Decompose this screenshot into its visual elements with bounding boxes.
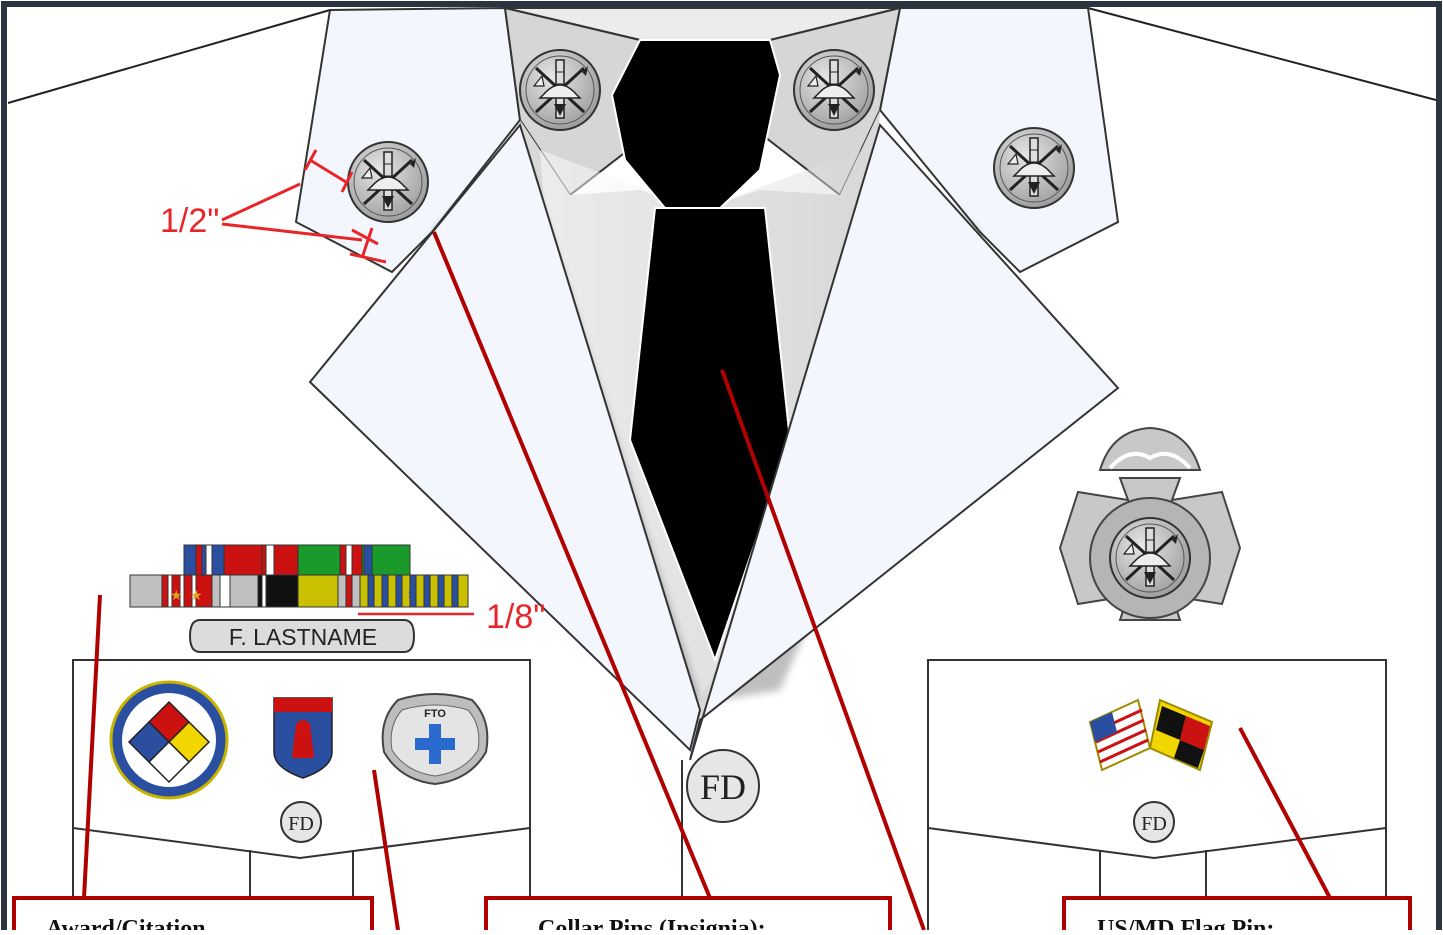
ribbon-star-icon: ★: [170, 587, 183, 603]
collar-pin-right-lower: [994, 128, 1074, 208]
fd-button-left-pocket: FD: [281, 802, 321, 842]
fto-badge-text: FTO: [424, 708, 446, 720]
fd-button-center: FD: [687, 750, 759, 822]
shield-patch: [274, 698, 332, 778]
svg-text:US/MD Flag Pin:: US/MD Flag Pin:: [1097, 916, 1274, 930]
callout-award-citation: Award/Citation: [14, 898, 372, 930]
fd-button-right-pocket: FD: [1134, 802, 1174, 842]
nameplate-text: F. LASTNAME: [229, 624, 377, 650]
collar-pin-right-upper: [794, 50, 874, 130]
ribbon-device-number: 5: [408, 586, 416, 602]
collar-pin-left-upper: [520, 50, 600, 130]
badge-insignia: [1110, 518, 1190, 598]
svg-text:Collar Pins (Insignia):: Collar Pins (Insignia):: [538, 916, 766, 930]
collar-pin-left-lower: [348, 142, 428, 222]
callout-us-md-flag-pin: US/MD Flag Pin:: [1064, 898, 1410, 930]
eighth-inch-label: 1/8": [486, 598, 545, 636]
half-inch-label: 1/2": [160, 202, 219, 240]
hazmat-patch: [111, 682, 227, 798]
svg-text:Award/Citation: Award/Citation: [46, 916, 206, 930]
callout-collar-pins: Collar Pins (Insignia):: [486, 898, 890, 930]
svg-text:FD: FD: [1141, 813, 1167, 835]
svg-text:FD: FD: [700, 767, 746, 807]
ribbon-star-icon: ★: [190, 587, 203, 603]
svg-text:FD: FD: [288, 813, 314, 835]
